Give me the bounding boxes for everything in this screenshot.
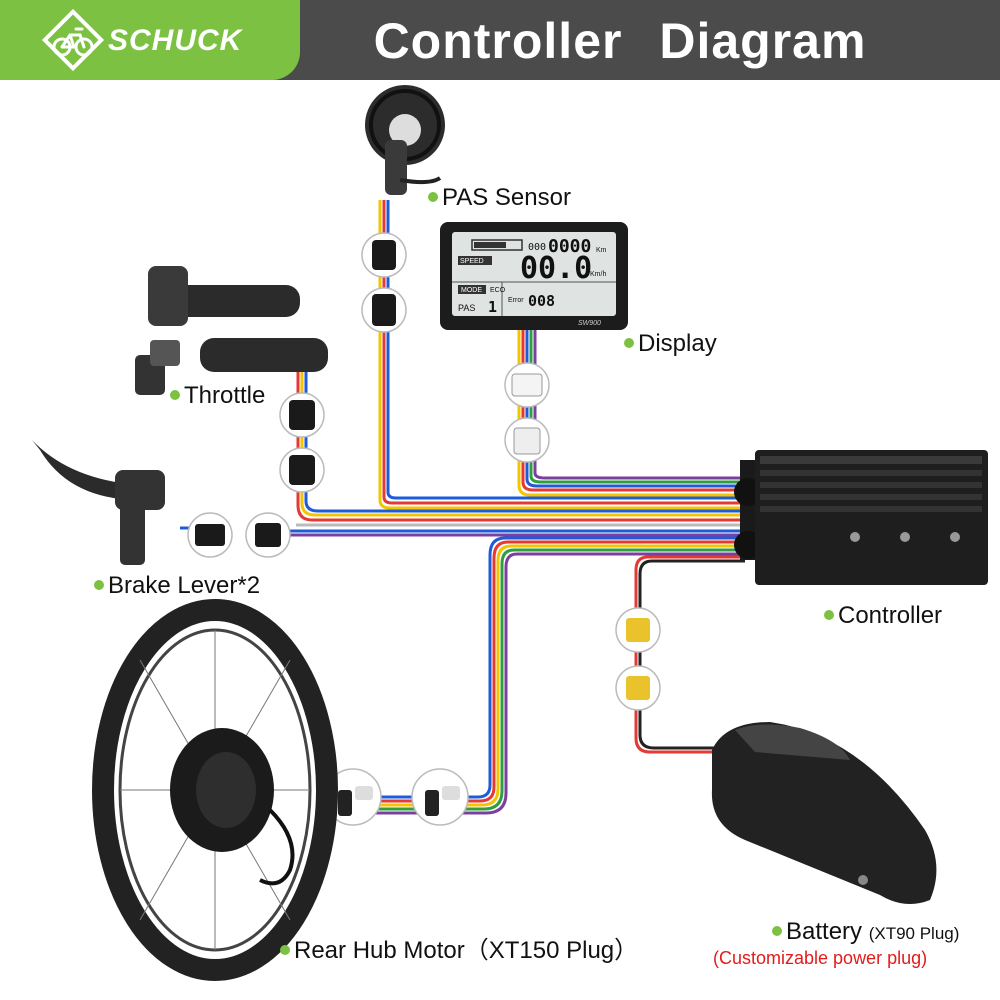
display-kmh: Km/h bbox=[590, 271, 606, 278]
label-controller: Controller bbox=[824, 602, 942, 630]
display-mode-label: MODE bbox=[461, 287, 482, 294]
bullet-dot bbox=[824, 609, 834, 620]
bullet-dot bbox=[772, 925, 782, 936]
label-text: Throttle bbox=[184, 382, 266, 409]
label-throttle: Throttle bbox=[170, 382, 265, 410]
throttle-connector bbox=[279, 392, 325, 493]
label-text: Controller bbox=[838, 602, 943, 629]
label-battery: Battery (XT90 Plug) bbox=[772, 918, 959, 946]
battery-connector bbox=[615, 607, 661, 711]
display-speed: 00.0 bbox=[520, 251, 592, 286]
brake-lever bbox=[32, 440, 165, 565]
display-pas-label: PAS bbox=[458, 303, 475, 313]
label-rear-hub-motor: Rear Hub Motor（XT150 Plug） bbox=[280, 930, 638, 965]
brand-name: SCHUCK bbox=[108, 24, 243, 57]
battery-plug-text: (XT90 Plug) bbox=[868, 924, 960, 943]
display-km: Km bbox=[596, 247, 607, 254]
label-text: Rear Hub Motor（XT150 Plug） bbox=[294, 937, 639, 964]
display-error: 008 bbox=[528, 292, 555, 310]
motor-wire bbox=[320, 536, 740, 815]
controller-unit bbox=[734, 450, 988, 585]
bullet-dot bbox=[170, 389, 180, 400]
display-odo: 000 bbox=[528, 242, 546, 253]
label-display: Display bbox=[624, 330, 717, 358]
label-text: PAS Sensor bbox=[442, 184, 571, 211]
label-text: Battery bbox=[786, 918, 863, 945]
bullet-dot bbox=[624, 337, 634, 348]
display-mode: ECO bbox=[490, 287, 506, 294]
display-trip: 0000 bbox=[548, 236, 591, 257]
throttle-wire bbox=[296, 370, 740, 527]
display-pas-level: 1 bbox=[488, 298, 497, 316]
display-speed-label: SPEED bbox=[460, 258, 484, 265]
brake-connector bbox=[187, 512, 291, 558]
bicycle-logo-icon bbox=[41, 8, 105, 72]
motor-connector bbox=[324, 768, 469, 826]
display-error-label: Error bbox=[508, 297, 524, 304]
pas-wire bbox=[378, 200, 740, 510]
battery-wire bbox=[634, 555, 745, 754]
display-wire bbox=[517, 330, 740, 497]
label-pas-sensor: PAS Sensor bbox=[428, 184, 571, 212]
throttle-grip bbox=[135, 266, 328, 395]
brand-tab: SCHUCK bbox=[0, 0, 300, 80]
display-unit bbox=[440, 222, 628, 330]
battery-pack bbox=[711, 722, 937, 904]
label-text: Display bbox=[638, 330, 717, 357]
page-title: Controller Diagram bbox=[373, 13, 867, 69]
label-brake-lever: Brake Lever*2 bbox=[94, 572, 260, 600]
battery-note: (Customizable power plug) bbox=[713, 948, 928, 968]
label-text: Brake Lever*2 bbox=[108, 572, 261, 599]
bullet-dot bbox=[94, 579, 104, 590]
display-model: SW900 bbox=[578, 320, 601, 327]
bullet-dot bbox=[428, 191, 438, 202]
display-connector bbox=[504, 362, 550, 463]
pas-connector bbox=[361, 232, 407, 333]
rear-hub-motor-wheel bbox=[92, 599, 338, 981]
pas-sensor bbox=[365, 85, 445, 195]
bullet-dot bbox=[280, 944, 290, 955]
